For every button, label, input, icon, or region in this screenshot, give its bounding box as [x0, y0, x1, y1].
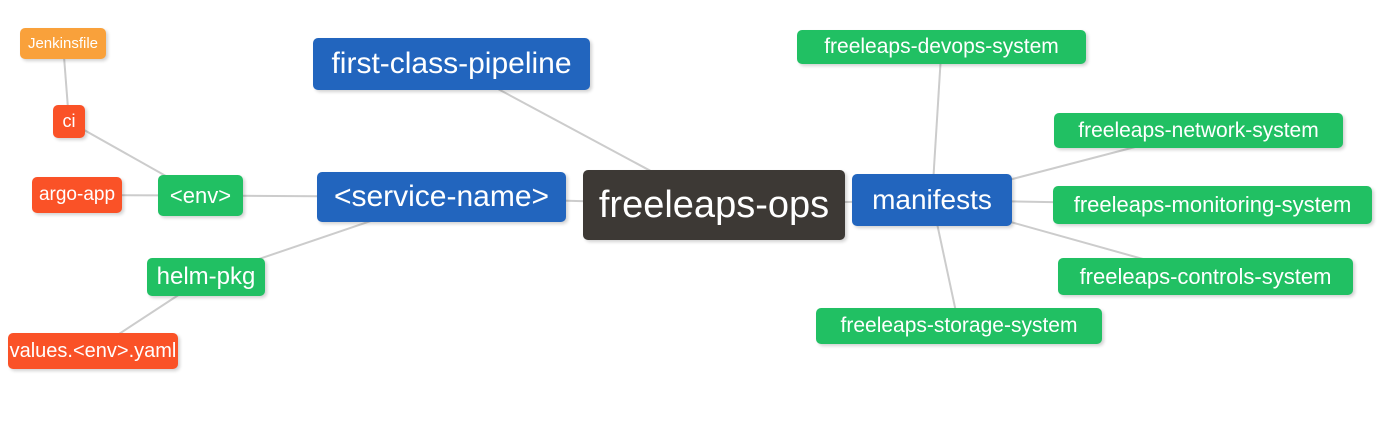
node-first-class-pipeline-label: first-class-pipeline	[331, 47, 572, 80]
node-freeleaps-controls-system[interactable]: freeleaps-controls-system	[1058, 258, 1353, 295]
node-env[interactable]: <env>	[158, 175, 243, 216]
node-freeleaps-controls-system-label: freeleaps-controls-system	[1079, 263, 1332, 289]
node-argo-app-label: argo-app	[38, 184, 116, 205]
node-freeleaps-monitoring-system[interactable]: freeleaps-monitoring-system	[1053, 186, 1372, 224]
node-freeleaps-devops-system[interactable]: freeleaps-devops-system	[797, 30, 1086, 64]
node-freeleaps-devops-system-label: freeleaps-devops-system	[824, 35, 1059, 58]
node-manifests-label: manifests	[872, 184, 992, 215]
node-freeleaps-storage-system[interactable]: freeleaps-storage-system	[816, 308, 1102, 344]
node-jenkinsfile[interactable]: Jenkinsfile	[20, 28, 106, 59]
node-first-class-pipeline[interactable]: first-class-pipeline	[313, 38, 590, 90]
node-values-env-yaml[interactable]: values.<env>.yaml	[8, 333, 178, 369]
node-freeleaps-storage-system-label: freeleaps-storage-system	[840, 314, 1078, 337]
node-values-env-yaml-label: values.<env>.yaml	[9, 339, 177, 362]
node-freeleaps-network-system-label: freeleaps-network-system	[1078, 118, 1319, 142]
node-freeleaps-ops-label: freeleaps-ops	[598, 183, 830, 226]
node-argo-app[interactable]: argo-app	[32, 177, 122, 213]
node-env-label: <env>	[169, 182, 232, 208]
node-ci-label: ci	[62, 111, 76, 131]
node-jenkinsfile-label: Jenkinsfile	[27, 35, 99, 52]
node-manifests[interactable]: manifests	[852, 174, 1012, 226]
node-service-name-label: <service-name>	[333, 180, 550, 213]
node-freeleaps-ops[interactable]: freeleaps-ops	[583, 170, 845, 240]
node-helm-pkg[interactable]: helm-pkg	[147, 258, 265, 296]
node-helm-pkg-label: helm-pkg	[156, 263, 256, 290]
node-freeleaps-monitoring-system-label: freeleaps-monitoring-system	[1073, 192, 1352, 217]
node-ci[interactable]: ci	[53, 105, 85, 138]
node-service-name[interactable]: <service-name>	[317, 172, 566, 222]
node-freeleaps-network-system[interactable]: freeleaps-network-system	[1054, 113, 1343, 148]
